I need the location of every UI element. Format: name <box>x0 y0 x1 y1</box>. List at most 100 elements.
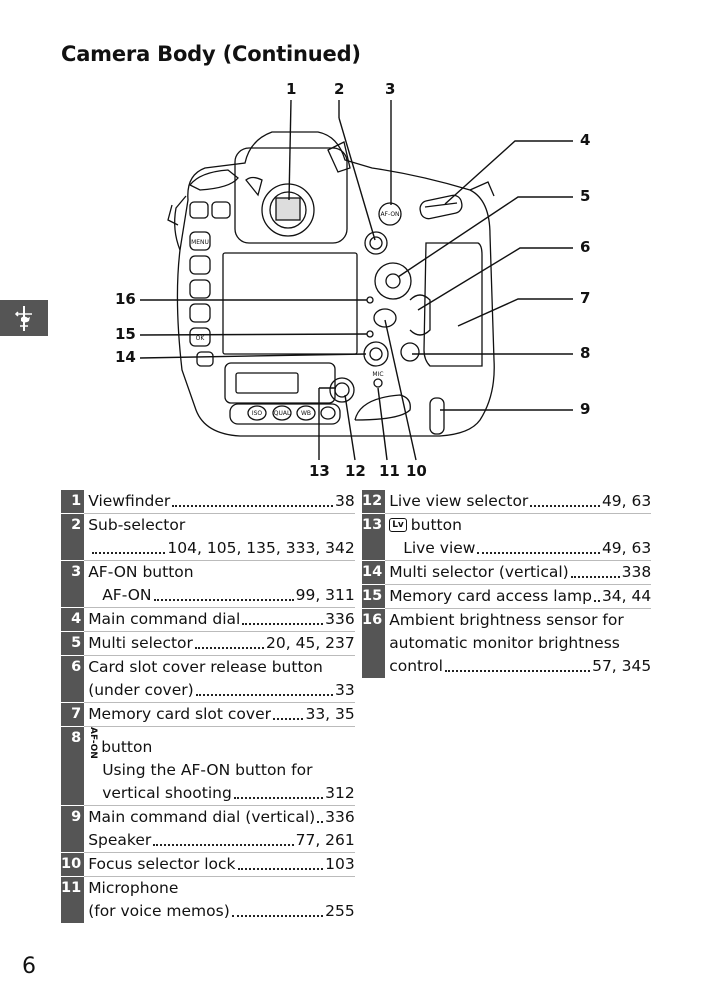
live-view-icon: Lv <box>389 518 407 532</box>
legend-label: AF-ON <box>102 586 152 604</box>
callout-11: 11 <box>379 462 400 480</box>
legend-num: 12 <box>362 490 386 514</box>
legend-pages: 77, 261 <box>295 830 355 849</box>
callout-13: 13 <box>309 462 330 480</box>
legend-label: Ambient brightness sensor for <box>389 611 624 629</box>
callout-2: 2 <box>334 80 345 98</box>
ok-button-label: OK <box>196 335 206 342</box>
callout-15: 15 <box>115 325 136 343</box>
callout-7: 7 <box>580 289 591 307</box>
leader-12 <box>344 394 356 461</box>
wb-button-label: WB <box>301 410 311 417</box>
legend-row: 5 Multi selector 20, 45, 237 <box>61 631 355 656</box>
sub-selector <box>364 231 388 255</box>
main-command-dial <box>419 194 463 220</box>
legend-pages: 49, 63 <box>601 539 652 557</box>
legend-label: Viewfinder <box>88 492 171 510</box>
legend-num: 1 <box>61 490 85 514</box>
legend-label: Multi selector (vertical) <box>389 563 569 581</box>
callout-16: 16 <box>115 290 136 308</box>
legend-num: 6 <box>61 655 85 703</box>
legend-label: Live view selector <box>389 492 529 510</box>
leader-10 <box>384 319 417 461</box>
legend-row: 6 Card slot cover release button (under … <box>61 655 355 703</box>
callout-12: 12 <box>345 462 366 480</box>
afon-button-label: AF-ON <box>380 211 399 218</box>
weathervane-icon <box>14 306 32 331</box>
legend-row: 4 Main command dial 336 <box>61 607 355 632</box>
legend-num: 7 <box>61 702 85 727</box>
legend-num: 8 <box>61 726 85 806</box>
legend-num: 3 <box>61 560 85 608</box>
legend-label: Multi selector <box>88 634 193 652</box>
legend-label: vertical shooting <box>102 783 232 802</box>
legend-num: 10 <box>61 851 85 877</box>
leader-6 <box>417 247 573 311</box>
legend-label: Speaker <box>88 830 152 849</box>
viewfinder-eyepiece <box>234 147 348 244</box>
mic-label: MIC <box>372 371 383 378</box>
legend-label: Microphone <box>88 878 179 897</box>
section-tab <box>0 300 48 336</box>
legend-label: Live view <box>403 539 476 557</box>
legend-label: Using the AF-ON button for <box>102 760 313 779</box>
iso-button-label: ISO <box>252 410 263 417</box>
callout-4: 4 <box>580 131 591 149</box>
legend-label: Main command dial (vertical) <box>88 807 316 826</box>
legend-num: 16 <box>362 608 386 678</box>
legend-label: AF-ON button <box>88 563 194 581</box>
legend-label: (under cover) <box>88 681 194 699</box>
legend-num: 2 <box>61 513 85 561</box>
legend-row: 16 Ambient brightness sensor for automat… <box>362 608 652 678</box>
callout-10: 10 <box>406 462 427 480</box>
callout-5: 5 <box>580 187 591 205</box>
legend-label: Memory card access lamp <box>389 587 592 605</box>
legend-label: button <box>101 737 153 756</box>
legend-pages: 49, 63 <box>601 492 652 510</box>
legend-num: 15 <box>362 584 386 609</box>
legend-pages: 20, 45, 237 <box>266 634 355 652</box>
legend-label: Main command dial <box>88 610 241 628</box>
page-number: 6 <box>22 954 36 979</box>
callout-9: 9 <box>580 400 591 418</box>
legend-row: 1 Viewfinder 38 <box>61 490 355 514</box>
callout-3: 3 <box>385 80 396 98</box>
legend-label: Card slot cover release button <box>88 658 323 676</box>
legend-pages: 34, 44 <box>601 587 652 605</box>
legend-pages: 336 <box>325 610 355 628</box>
leader-1 <box>288 99 292 201</box>
leader-14 <box>139 353 367 359</box>
menu-button-label: MENU <box>191 239 209 246</box>
leader-4 <box>444 140 573 205</box>
legend-label: control <box>389 657 443 675</box>
legend-num: 9 <box>61 804 85 853</box>
leader-5 <box>397 196 573 278</box>
legend-row: 3 AF-ON button AF-ON 99, 311 <box>61 560 355 608</box>
legend-label: Memory card slot cover <box>88 705 271 723</box>
legend-label: button <box>410 516 462 534</box>
legend-label: (for voice memos) <box>88 901 230 920</box>
legend-pages: 103 <box>325 854 355 873</box>
callout-6: 6 <box>580 238 591 256</box>
legend-pages: 33, 35 <box>305 705 355 723</box>
camera-back-diagram: MENU OK AF-ON ISO QUAL WB MIC <box>139 99 573 461</box>
legend-label: automatic monitor brightness <box>389 634 620 652</box>
legend-num: 5 <box>61 631 85 656</box>
memory-card-slot-cover <box>423 242 483 367</box>
legend-pages: 104, 105, 135, 333, 342 <box>167 539 355 557</box>
legend-pages: 33 <box>335 681 355 699</box>
legend-pages: 38 <box>335 492 355 510</box>
legend-pages: 99, 311 <box>295 586 355 604</box>
legend-pages: 255 <box>325 901 355 920</box>
legend-pages: 312 <box>325 783 355 802</box>
legend-num: 4 <box>61 607 85 632</box>
callout-14: 14 <box>115 348 136 366</box>
qual-button-label: QUAL <box>274 410 291 417</box>
legend-row: 15 Memory card access lamp 34, 44 <box>362 584 652 609</box>
legend-row: 11 Microphone (for voice memos)255 <box>61 875 355 923</box>
